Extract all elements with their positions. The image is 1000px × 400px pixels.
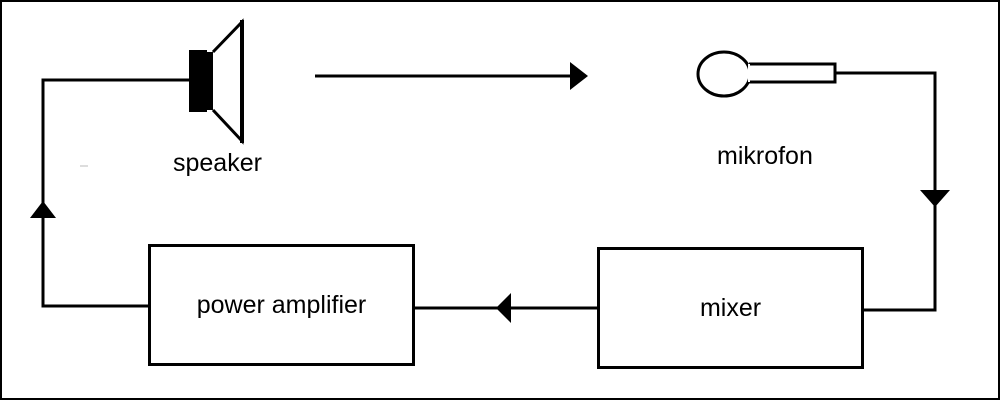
mixer-label: mixer [699,293,762,322]
mixer-box: mixer [597,247,864,369]
wire-amplifier-to-speaker [30,78,189,308]
up-arrow-marker [30,201,56,218]
down-arrow-marker [920,190,950,207]
power-amplifier-label: power amplifier [196,290,367,319]
left-arrow-marker [496,293,511,323]
microphone-icon [696,50,837,98]
speaker-icon [189,18,244,145]
wire-mixer-to-amplifier [415,293,598,323]
microphone-label: mikrofon [717,142,813,170]
sound-arrow [315,62,588,90]
speaker-label: speaker [173,149,262,177]
power-amplifier-box: power amplifier [148,244,415,366]
wire-microphone-to-mixer [835,71,950,312]
